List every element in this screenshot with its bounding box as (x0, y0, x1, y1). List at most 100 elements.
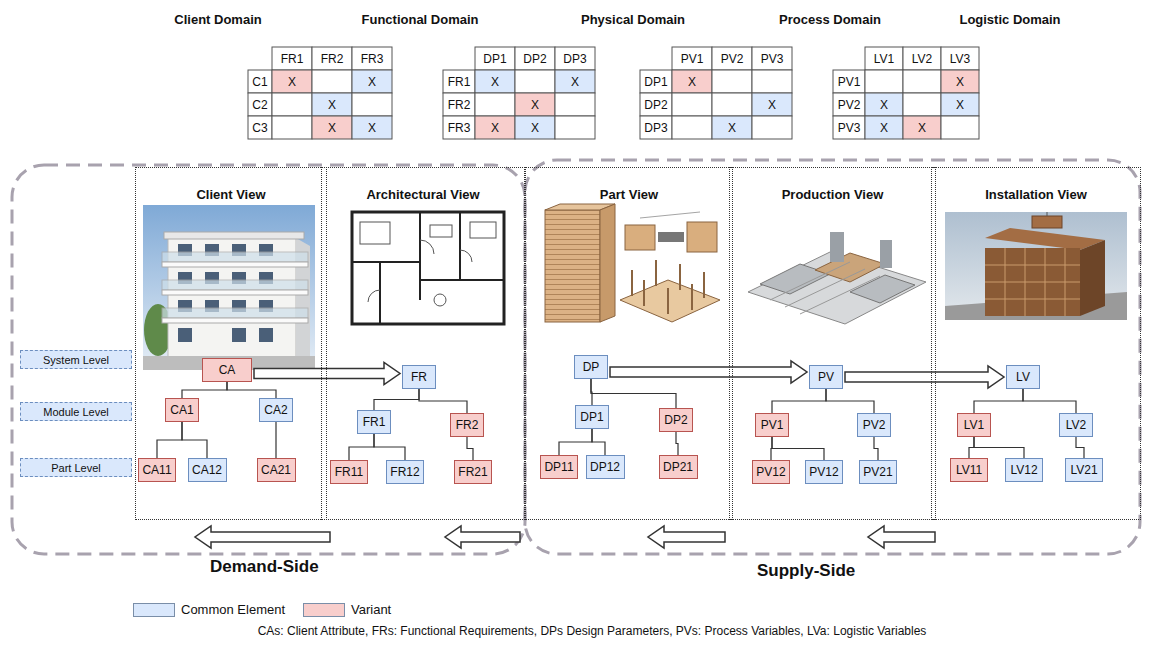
matrix-cell (903, 47, 941, 70)
production-line (748, 232, 926, 324)
side-frame (12, 160, 1140, 554)
element-name: PV (818, 370, 834, 384)
floor-plan (352, 212, 504, 324)
floor-plan (352, 212, 504, 324)
matrix-cell (941, 47, 979, 70)
building-render (178, 328, 192, 342)
building-render (143, 205, 315, 370)
timber-parts (600, 204, 615, 322)
matrix-cell (312, 93, 352, 116)
element-box: PV1 (755, 413, 789, 437)
flow-arrow (610, 361, 807, 383)
matrix-mark: X (475, 116, 515, 139)
matrix-header: DP1 (640, 70, 672, 93)
matrix-header: LV2 (903, 47, 941, 70)
element-box: DP (574, 355, 608, 379)
element-name: CA2 (264, 403, 287, 417)
side-frame (525, 160, 1140, 554)
matrix-cell (752, 116, 792, 139)
matrix-cell (248, 116, 272, 139)
element-box: DP11 (540, 455, 578, 479)
legend-text: Variant (351, 602, 391, 617)
matrix-header: PV1 (672, 47, 712, 70)
installation-render (1032, 216, 1062, 228)
building-render (259, 328, 273, 342)
matrix-table (443, 47, 595, 139)
element-box: LV12 (1005, 458, 1043, 482)
matrix-cell (352, 47, 392, 70)
timber-parts (545, 204, 720, 322)
view-panel: Part ViewDPDP1DP2DP11DP12DP21 (525, 167, 733, 520)
matrix-cell (672, 93, 712, 116)
element-box: PV21 (859, 460, 897, 484)
matrix-mark: X (941, 70, 979, 93)
feedback-arrow (195, 526, 330, 548)
element-name: FR2 (456, 418, 479, 432)
side-frame (12, 165, 525, 554)
matrix-cell (865, 116, 903, 139)
matrix-header: DP2 (515, 47, 555, 70)
matrix-header: FR1 (272, 47, 312, 70)
installation-render (945, 212, 1127, 320)
matrix-header: LV1 (865, 47, 903, 70)
element-name: LV12 (1010, 463, 1037, 477)
element-name: DP21 (663, 460, 693, 474)
installation-render (985, 228, 1105, 250)
tree-link (974, 389, 1023, 413)
domain-heading: Logistic Domain (920, 12, 1100, 27)
matrix-cell (941, 70, 979, 93)
element-name: LV21 (1070, 463, 1097, 477)
matrix-cell (312, 47, 352, 70)
matrix-header: DP1 (475, 47, 515, 70)
element-name: PV2 (863, 418, 886, 432)
tree-link (874, 437, 878, 460)
level-label: System Level (20, 350, 132, 369)
building-render (232, 328, 246, 342)
level-name: Module Level (43, 406, 108, 418)
matrix-cell (515, 47, 555, 70)
tree-link (374, 434, 405, 460)
tree-link (676, 432, 678, 455)
matrix-cell (475, 93, 515, 116)
element-box: CA12 (188, 458, 227, 482)
matrix-mark: X (903, 116, 941, 139)
matrix-cell (352, 70, 392, 93)
matrix-cell (752, 70, 792, 93)
tree-link (559, 429, 592, 455)
element-box: PV (809, 365, 843, 389)
element-box: PV12 (805, 460, 843, 484)
element-box: DP21 (659, 455, 698, 479)
matrix-header: FR1 (443, 70, 475, 93)
matrix-mark: X (752, 93, 792, 116)
element-name: LV1 (964, 418, 984, 432)
element-name: CA12 (192, 463, 222, 477)
matrix-cell (640, 93, 672, 116)
legend-swatch (303, 603, 345, 617)
matrix-mark: X (865, 116, 903, 139)
element-box: LV2 (1059, 413, 1093, 437)
matrix-cell (515, 70, 555, 93)
level-name: Part Level (51, 462, 101, 474)
matrix-cell (443, 116, 475, 139)
domain-heading: Process Domain (740, 12, 920, 27)
legend-swatch (133, 603, 175, 617)
tree-link (1076, 437, 1084, 458)
matrix-table (833, 47, 979, 139)
element-box: PV12 (752, 460, 790, 484)
element-name: DP (583, 360, 600, 374)
production-line (830, 232, 844, 262)
matrix-header: C1 (248, 70, 272, 93)
production-line (815, 253, 885, 282)
matrix-mark: X (555, 70, 595, 93)
floor-plan (430, 225, 452, 237)
matrix-cell (555, 93, 595, 116)
tree-link (374, 389, 419, 410)
side-label: Supply-Side (757, 561, 855, 581)
matrix-cell (752, 93, 792, 116)
matrix-cell (272, 70, 312, 93)
element-name: PV12 (809, 465, 838, 479)
view-panel: Installation ViewLVLV1LV2LV11LV12LV21 (931, 167, 1141, 520)
tree-link (772, 389, 826, 413)
timber-parts (658, 232, 684, 242)
element-box: PV2 (857, 413, 891, 437)
